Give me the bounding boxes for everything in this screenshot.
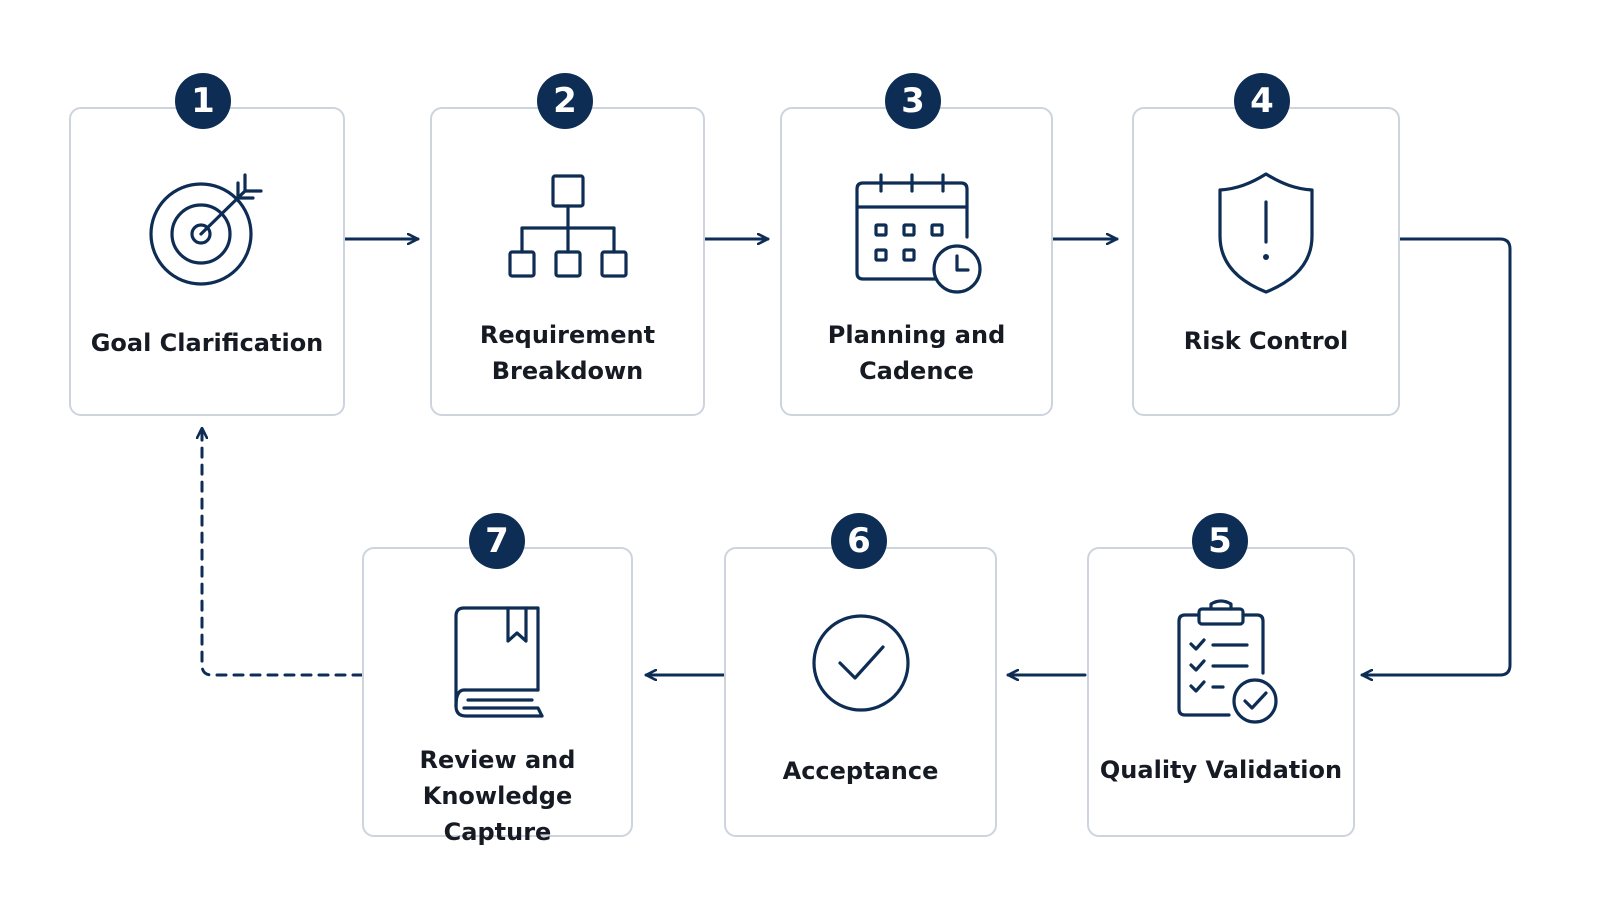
- step-label: Risk Control: [1183, 327, 1349, 355]
- step-number-badge: 4: [1234, 73, 1290, 129]
- step-card-risk-control: Risk Control: [1132, 107, 1400, 416]
- step-number-badge: 5: [1192, 513, 1248, 569]
- clipboard-check-icon: [1151, 599, 1291, 739]
- step-label: Requirement Breakdown: [479, 321, 656, 385]
- step-card-planning-and-cadence: Planning and Cadence: [780, 107, 1053, 416]
- step-number-badge: 2: [537, 73, 593, 129]
- step-label: Review and Knowledge Capture: [419, 746, 576, 846]
- calendar-clock-icon: [847, 173, 987, 313]
- target-icon: [137, 157, 277, 297]
- step-label: Planning and Cadence: [827, 321, 1006, 385]
- shield-alert-icon: [1196, 172, 1336, 312]
- step-card-review-and-knowledge-capture: Review and Knowledge Capture: [362, 547, 633, 846]
- step-card-acceptance: Acceptance: [724, 547, 997, 837]
- check-circle-icon: [791, 593, 931, 733]
- arrow-step4-to-step5: [1360, 237, 1512, 675]
- step-label: Acceptance: [782, 757, 939, 785]
- step-card-goal-clarification: Goal Clarification: [69, 107, 345, 416]
- hierarchy-icon: [498, 172, 638, 312]
- loop-back-arrow: [202, 426, 364, 677]
- step-card-requirement-breakdown: Requirement Breakdown: [430, 107, 705, 416]
- step-label: Goal Clarification: [90, 329, 324, 357]
- step-number-badge: 1: [175, 73, 231, 129]
- book-icon: [428, 604, 568, 744]
- step-label: Quality Validation: [1099, 756, 1343, 784]
- step-number-badge: 6: [831, 513, 887, 569]
- step-card-quality-validation: Quality Validation: [1087, 547, 1355, 837]
- step-number-badge: 3: [885, 73, 941, 129]
- step-number-badge: 7: [469, 513, 525, 569]
